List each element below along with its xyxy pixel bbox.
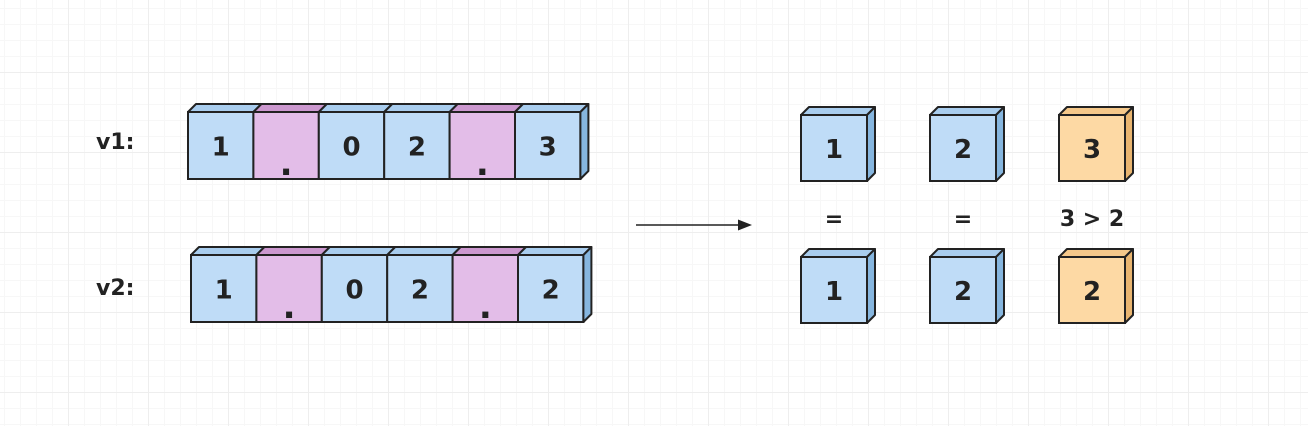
label-v2: v2: [96, 276, 135, 301]
v2-cell-text: 2 [411, 276, 429, 306]
v2-cell-top [451, 246, 527, 256]
v1-cell-text: . [280, 144, 293, 184]
compare-top-cube-2: 2 [929, 106, 1005, 182]
v1-cell-text: . [476, 144, 489, 184]
cube-front-face [1058, 114, 1126, 182]
strip-v1: 1. 0 2. 3 [187, 103, 590, 184]
v1-digit-cell [317, 111, 386, 180]
v1-cell-top [448, 103, 524, 113]
v1-digit-cell [187, 111, 255, 180]
v2-digit-cell [517, 254, 585, 323]
cube-front-face [1058, 256, 1126, 324]
cube-value: 3 [1083, 135, 1101, 165]
v2-cell-top [320, 246, 397, 256]
v1-digit-cell [383, 111, 451, 180]
label-v1: v1: [96, 130, 135, 155]
strip-v2: 1. 0 2. 2 [190, 246, 593, 327]
v1-cell-top [383, 103, 459, 113]
cube-top-face [800, 106, 876, 116]
v2-digit-cell [386, 254, 454, 323]
greater-than-result: 3 > 2 [1059, 207, 1125, 232]
v1-cell-text: 3 [539, 133, 557, 163]
v2-dot-cell [255, 254, 323, 323]
equals-sign: = [953, 207, 973, 232]
cube-top-face [929, 248, 1005, 258]
v2-digit-cell [190, 254, 258, 323]
compare-bottom-cube-2: 2 [929, 248, 1005, 324]
cube-side-face [866, 248, 876, 324]
v2-cell-top [255, 246, 331, 256]
cube-value: 2 [1083, 277, 1101, 307]
cube-top-face [1058, 248, 1134, 258]
v2-cell-text: . [283, 287, 296, 327]
v1-digit-cell [514, 111, 582, 180]
cube-value: 2 [954, 135, 972, 165]
cube-top-face [1058, 106, 1134, 116]
cube-value: 2 [954, 277, 972, 307]
v2-dot-cell [451, 254, 520, 323]
cube-side-face [866, 106, 876, 182]
cube-side-face [1124, 106, 1134, 182]
v1-cell-text: 1 [212, 133, 230, 163]
cube-top-face [929, 106, 1005, 116]
v2-cell-text: 0 [345, 276, 363, 306]
arrow-icon [636, 219, 752, 231]
cube-value: 1 [825, 277, 843, 307]
cube-side-face [995, 248, 1005, 324]
compare-top-cube-3: 3 [1058, 106, 1134, 182]
cube-top-face [800, 248, 876, 258]
cube-front-face [800, 114, 868, 182]
compare-bottom-cube-3: 2 [1058, 248, 1134, 324]
v1-cell-top [252, 103, 328, 113]
v1-cell-text: 0 [342, 133, 360, 163]
v2-side-face [582, 246, 593, 323]
cube-front-face [929, 256, 997, 324]
v2-cell-top [386, 246, 462, 256]
v2-cell-text: 2 [542, 276, 560, 306]
compare-bottom-cube-1: 1 [800, 248, 876, 324]
cube-value: 1 [825, 135, 843, 165]
v2-cell-top [190, 246, 266, 256]
v1-side-face [579, 103, 590, 180]
cube-side-face [995, 106, 1005, 182]
v1-dot-cell [252, 111, 320, 180]
equals-sign: = [824, 207, 844, 232]
cube-front-face [800, 256, 868, 324]
v2-cell-text: 1 [215, 276, 233, 306]
v2-cell-top [517, 246, 593, 256]
compare-top-cube-1: 1 [800, 106, 876, 182]
v1-cell-text: 2 [408, 133, 426, 163]
v1-cell-top [187, 103, 263, 113]
cube-front-face [929, 114, 997, 182]
cube-side-face [1124, 248, 1134, 324]
v1-cell-top [514, 103, 590, 113]
v2-cell-text: . [479, 287, 492, 327]
v1-cell-top [317, 103, 394, 113]
